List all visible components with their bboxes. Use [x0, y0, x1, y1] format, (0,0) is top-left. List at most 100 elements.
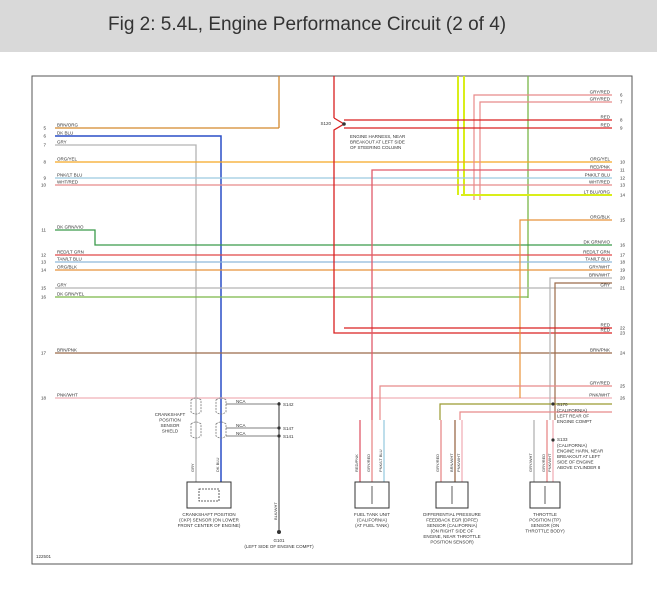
- component-name: DIFFERENTIAL PRESSURE: [423, 512, 481, 517]
- right-wire-pin: 10: [620, 160, 626, 165]
- right-wire-label: GRY/RED: [590, 90, 611, 95]
- right-wire-label: RED: [600, 115, 610, 120]
- component-pin-label: PNK/LT BLU: [378, 449, 383, 472]
- left-wire-pin: 8: [43, 160, 46, 165]
- ground-note: (LEFT SIDE OF ENGINE COMPT): [244, 544, 314, 549]
- component-name: POSITION (TP): [529, 518, 561, 523]
- right-wire-pin: 18: [620, 260, 626, 265]
- component-name: FEEDBACK EGR (DPFE): [426, 518, 478, 523]
- component-pin-label: PNK/WHT: [547, 453, 552, 472]
- component-name: THROTTLE: [533, 512, 557, 517]
- right-wire-label: RED/PNK: [590, 165, 610, 170]
- shield-label: SHIELD: [162, 429, 179, 434]
- right-wire-label: BRN/WHT: [589, 273, 610, 278]
- splice-label: S141: [283, 434, 294, 439]
- left-wire-label: ORG/YEL: [57, 157, 78, 162]
- component-name: (ON RIGHT SIDE OF: [431, 529, 474, 534]
- left-wire-label: PNK/LT BLU: [57, 173, 82, 178]
- left-wire-pin: 12: [41, 253, 47, 258]
- left-wire-label: DK GRN/VIO: [57, 225, 84, 230]
- figure-title: Fig 2: 5.4L, Engine Performance Circuit …: [108, 14, 507, 35]
- left-wire-label: PNK/WHT: [57, 393, 78, 398]
- left-wire-group: [55, 127, 612, 482]
- right-wire-label: BRN/PNK: [590, 348, 610, 353]
- right-wire-label: RED: [600, 123, 610, 128]
- left-wire-label: BRN/ORG: [57, 123, 79, 128]
- right-wire-label: ORG/BLK: [590, 215, 610, 220]
- left-wire-pin: 10: [41, 183, 47, 188]
- right-wire-pin: 8: [620, 118, 623, 123]
- nc-label: NCA: [236, 423, 246, 428]
- left-wire-label: WHT/RED: [57, 180, 79, 185]
- ground-g101: [277, 530, 281, 534]
- splice-label: S170: [557, 402, 568, 407]
- splice-s133-dot: [551, 438, 555, 442]
- splice-label: S133: [557, 437, 568, 442]
- component-name: CRANKSHAFT POSITION: [182, 512, 235, 517]
- splice-note: OF STEERING COLUMN: [350, 145, 401, 150]
- right-wire-label: LT BLU/ORG: [584, 190, 611, 195]
- left-wire-label: ORG/BLK: [57, 265, 77, 270]
- right-wire-pin: 13: [620, 183, 626, 188]
- right-wire-label: GRY/RED: [590, 381, 611, 386]
- right-wire-label: PNK/LT BLU: [585, 173, 610, 178]
- right-wire-pin: 20: [620, 276, 626, 281]
- right-wire-label: PNK/WHT: [589, 393, 610, 398]
- nc-label: NCA: [236, 399, 246, 404]
- nc-label: NCA: [236, 431, 246, 436]
- right-wire-pin: 24: [620, 351, 626, 356]
- tp-sensor: [529, 481, 561, 509]
- right-wire-pin: 16: [620, 243, 626, 248]
- left-wire-label: GRY: [57, 283, 67, 288]
- splice-note: ENGINE HARNESS, NEAR: [350, 134, 406, 139]
- component-name: SENSOR (CALIFORNIA): [427, 523, 478, 528]
- right-wire-pin: 9: [620, 126, 623, 131]
- component-name: POSITION SENSOR): [430, 540, 474, 545]
- splice-s120-dot: [342, 122, 346, 126]
- splice-note: BREAKOUT AT LEFT SIDE: [350, 140, 405, 145]
- right-wire-pin: 23: [620, 331, 626, 336]
- component-name: (CALIFORNIA): [357, 518, 388, 523]
- splice-note: LEFT REAR OF: [557, 414, 589, 419]
- right-wire-label: RED: [600, 328, 610, 333]
- right-wire-label: GRY: [600, 283, 610, 288]
- component-pin-label: GRY: [190, 463, 195, 472]
- component-pin-label: RED/PNK: [354, 454, 359, 472]
- splice-note: ENGINE HARN, NEAR: [557, 449, 604, 454]
- left-wire-pin: 7: [43, 143, 46, 148]
- left-wire-pin: 13: [41, 260, 47, 265]
- ckp-shield: [190, 397, 281, 439]
- component-pin-label: GRY/RED: [541, 454, 546, 472]
- splice-note: SIDE OF ENGINE: [557, 460, 594, 465]
- component-name: THROTTLE BODY): [525, 529, 565, 534]
- ground-wire-label: BLK/WHT: [273, 502, 278, 520]
- splice-note: (CALIFORNIA): [557, 408, 588, 413]
- component-name: ENGINE, NEAR THROTTLE: [423, 534, 480, 539]
- right-wire-label: RED: [600, 323, 610, 328]
- left-wire-pin: 6: [43, 134, 46, 139]
- component-pin-label: PNK/WHT: [456, 453, 461, 472]
- splice-s170-dot: [551, 402, 555, 406]
- left-wire-pin: 5: [43, 126, 46, 131]
- component-name: SENSOR (ON: [531, 523, 560, 528]
- right-wire-pin: 12: [620, 176, 626, 181]
- right-wire-group: [333, 94, 612, 420]
- shield-label: POSITION: [159, 418, 181, 423]
- ckp-sensor: [186, 481, 232, 509]
- component-name: (AT FUEL TANK): [355, 523, 389, 528]
- ground-label: G101: [273, 538, 285, 543]
- left-wire-label: TAN/LT BLU: [57, 257, 82, 262]
- left-wire-label: DK GRN/YEL: [57, 292, 85, 297]
- splice-label: S147: [283, 426, 294, 431]
- component-name: FUEL TANK UNIT: [354, 512, 390, 517]
- right-wire-label: RED/LT GRN: [583, 250, 610, 255]
- right-wire-pin: 11: [620, 168, 625, 173]
- component-pin-label: GRY/RED: [366, 454, 371, 472]
- splice-note: ENGINE COMPT: [557, 419, 592, 424]
- component-feeds: [278, 402, 554, 530]
- diagram-frame: [31, 75, 633, 565]
- left-wire-pin: 9: [43, 176, 46, 181]
- component-name: (CKP) SENSOR (ON LOWER: [179, 518, 240, 523]
